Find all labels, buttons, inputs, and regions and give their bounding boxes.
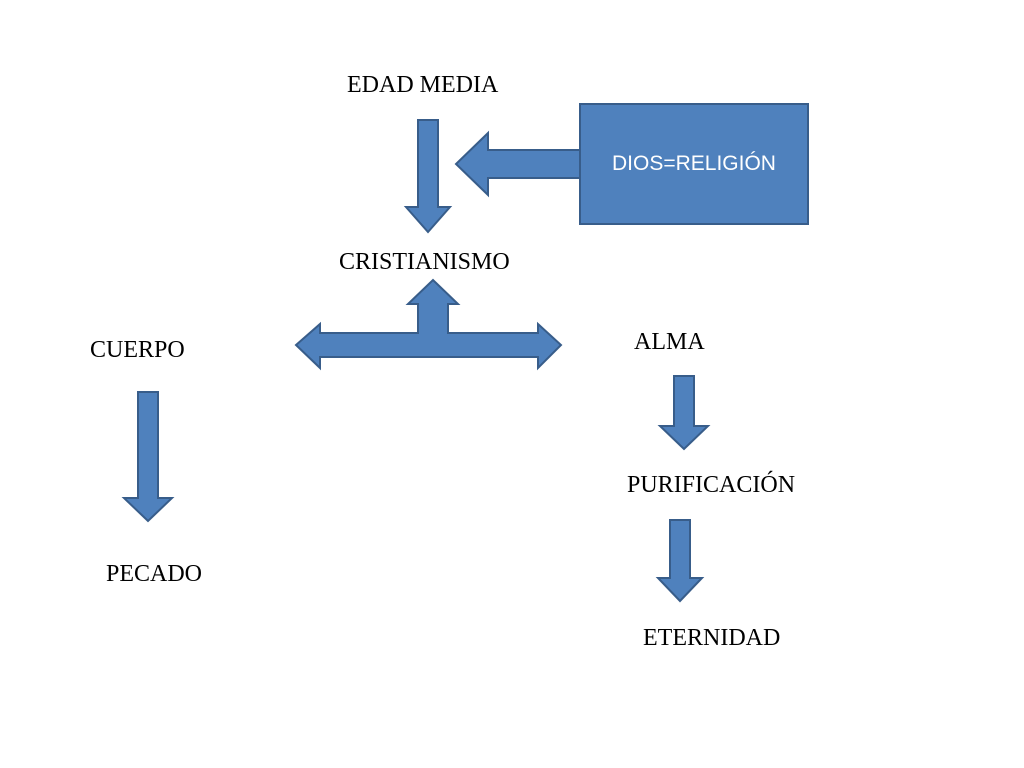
dios-religion-label: DIOS=RELIGIÓN: [612, 152, 776, 175]
down-arrow-alma: [657, 375, 711, 451]
down-arrow-cuerpo: [121, 391, 175, 523]
down-arrow-purificacion: [655, 519, 705, 603]
edad-media-label: EDAD MEDIA: [347, 72, 499, 98]
left-arrow-from-dios: [454, 130, 581, 198]
pecado-label: PECADO: [106, 561, 203, 587]
eternidad-label: ETERNIDAD: [643, 625, 781, 651]
tri-directional-arrow: [294, 278, 563, 371]
cristianismo-label: CRISTIANISMO: [339, 249, 510, 275]
dios-religion-box: [579, 103, 809, 225]
down-arrow-edad-media: [403, 119, 453, 234]
purificacion-label: PURIFICACIÓN: [627, 472, 796, 498]
cuerpo-label: CUERPO: [90, 337, 185, 363]
alma-label: ALMA: [634, 329, 705, 355]
